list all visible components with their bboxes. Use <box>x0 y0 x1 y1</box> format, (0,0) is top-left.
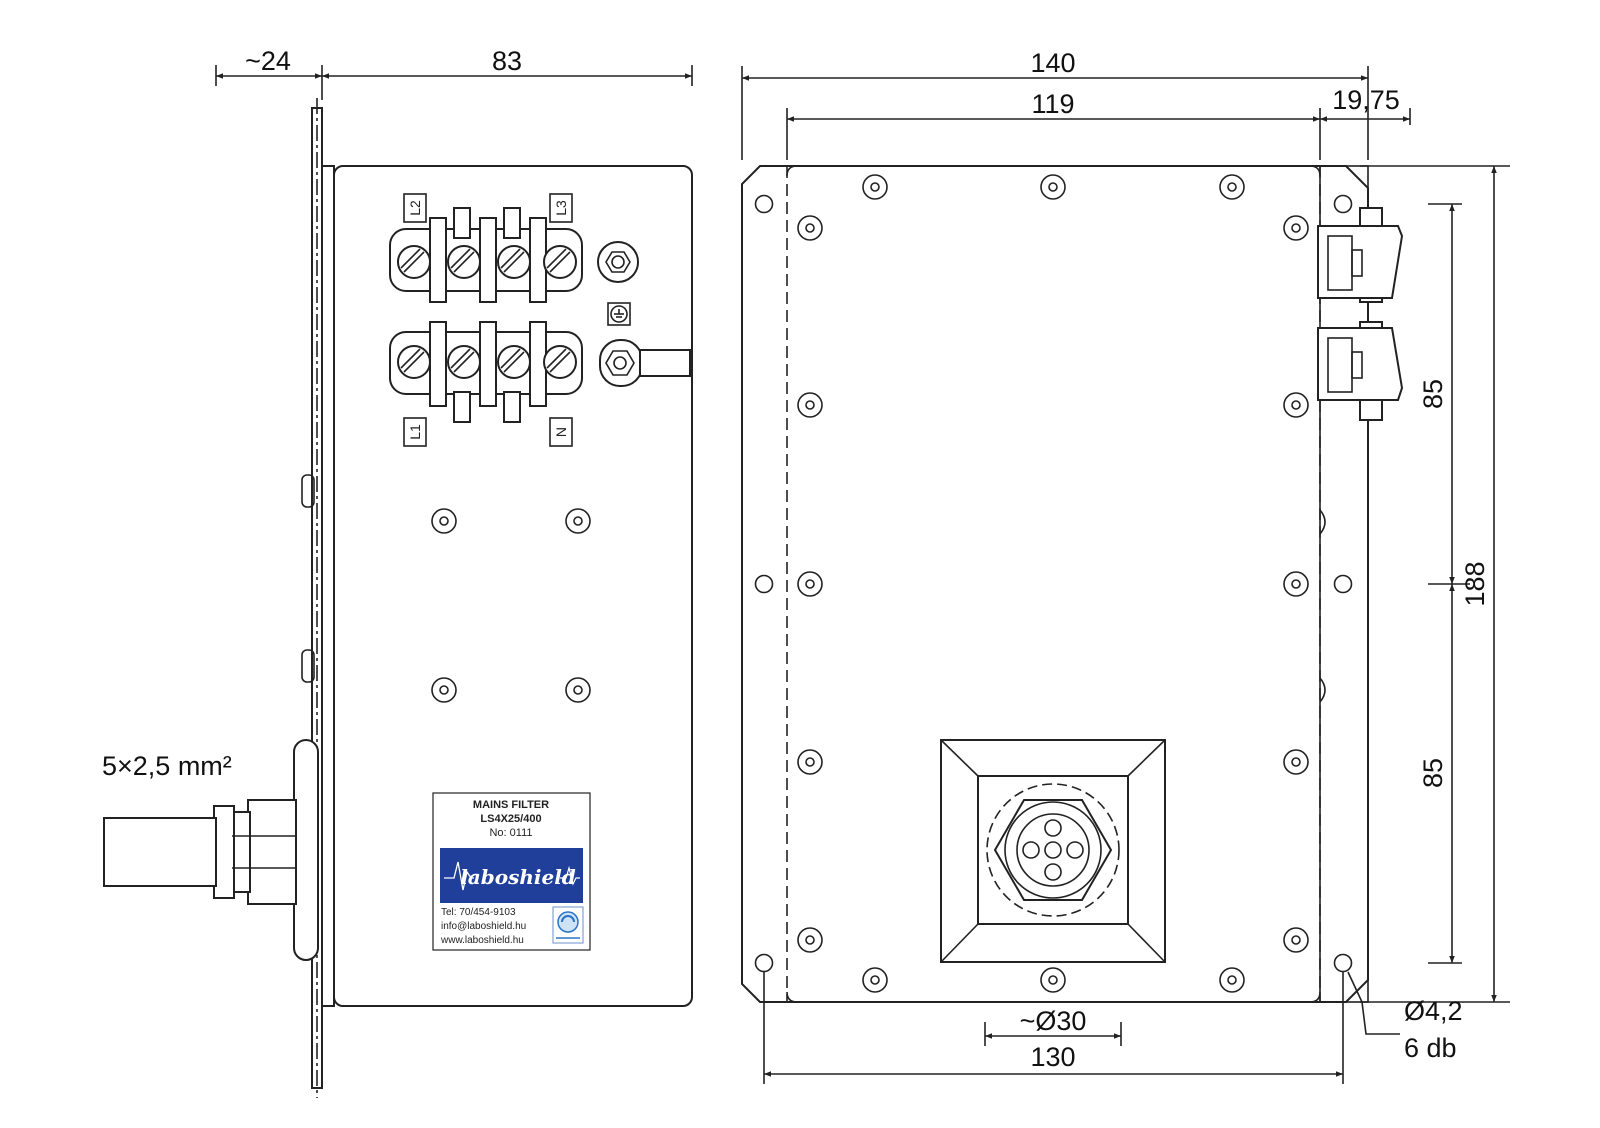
dim-connector-protrusion: 19,75 <box>1332 85 1400 115</box>
mount-hole <box>754 953 774 973</box>
mount-hole <box>1333 574 1353 594</box>
cover-screw <box>1040 174 1066 200</box>
side-connector-lower <box>1317 321 1404 421</box>
label-serial: No: 0111 <box>489 827 532 839</box>
plate-bump <box>301 649 315 683</box>
terminal-label-l2: L2 <box>403 193 427 223</box>
terminal-label-l3: L3 <box>549 193 573 223</box>
cover-screw <box>797 215 823 241</box>
cover-screw <box>1283 571 1309 597</box>
label-title: MAINS FILTER <box>473 799 549 811</box>
dim-gland-diameter: ~Ø30 <box>1020 1006 1087 1036</box>
cable-spec-label: 5×2,5 mm² <box>102 751 232 781</box>
pulse-icon <box>444 861 474 891</box>
hole-diameter-callout: Ø4,2 <box>1404 996 1463 1026</box>
side-screw <box>565 508 591 534</box>
side-flange <box>321 165 335 1007</box>
terminal-block-top <box>389 207 583 303</box>
cover-screw <box>1219 967 1245 993</box>
label-email: info@laboshield.hu <box>441 921 526 932</box>
side-connector-upper <box>1317 207 1404 303</box>
dim-hole-pitch-upper: 85 <box>1418 379 1448 409</box>
cover-screw <box>797 927 823 953</box>
hole-callout-leader <box>1347 971 1400 1035</box>
dim-hole-pitch-lower: 85 <box>1418 758 1448 788</box>
cover-screw <box>1283 392 1309 418</box>
dim-side-offset: ~24 <box>245 46 291 76</box>
brand-logo-text: laboshield <box>460 865 576 889</box>
cover-screw <box>1283 927 1309 953</box>
cover-screw <box>797 749 823 775</box>
front-view: 140 119 19,75 85 85 188 ~Ø30 130 Ø4,2 6 … <box>741 48 1510 1084</box>
cable-gland <box>213 739 319 961</box>
earth-lug <box>599 339 691 387</box>
terminal-block-bottom <box>389 321 583 423</box>
cover-screw <box>862 967 888 993</box>
label-model: LS4X25/400 <box>480 813 541 825</box>
side-screw <box>431 508 457 534</box>
label-web: www.laboshield.hu <box>440 935 524 946</box>
dim-overall-width: 140 <box>1030 48 1075 78</box>
front-gland <box>940 739 1166 963</box>
earth-symbol-icon <box>607 302 631 326</box>
dim-side-depth: 83 <box>492 46 522 76</box>
label-phone: Tel: 70/454-9103 <box>441 907 516 918</box>
dim-overall-height: 188 <box>1460 561 1490 606</box>
plate-bump <box>301 474 315 508</box>
mount-hole <box>1333 953 1353 973</box>
brand-banner <box>440 848 583 903</box>
cover-screw <box>797 571 823 597</box>
mount-hole <box>754 574 774 594</box>
certification-logo-icon <box>552 906 584 944</box>
cover-screw <box>1283 749 1309 775</box>
mount-hole <box>1333 194 1353 214</box>
side-screw <box>565 677 591 703</box>
side-screw <box>431 677 457 703</box>
cover-screw <box>1040 967 1066 993</box>
svg-text:L2: L2 <box>407 200 423 216</box>
terminal-label-l1: L1 <box>403 417 427 447</box>
product-label-plate: MAINS FILTER LS4X25/400 No: 0111 laboshi… <box>432 792 591 951</box>
cover-screw <box>797 392 823 418</box>
dim-plate-width: 119 <box>1031 89 1074 119</box>
svg-text:L3: L3 <box>553 200 569 216</box>
side-view: 5×2,5 mm² <box>102 46 693 1098</box>
cover-screw <box>862 174 888 200</box>
mount-hole <box>754 194 774 214</box>
dim-hole-spacing: 130 <box>1030 1042 1075 1072</box>
cover-screw <box>1283 215 1309 241</box>
terminal-label-n: N <box>549 417 573 447</box>
svg-text:L1: L1 <box>407 424 423 440</box>
cover-screw <box>1219 174 1245 200</box>
cable <box>103 817 217 887</box>
hole-count-callout: 6 db <box>1404 1033 1457 1063</box>
earth-nut-top <box>597 241 639 283</box>
svg-text:N: N <box>553 427 569 437</box>
